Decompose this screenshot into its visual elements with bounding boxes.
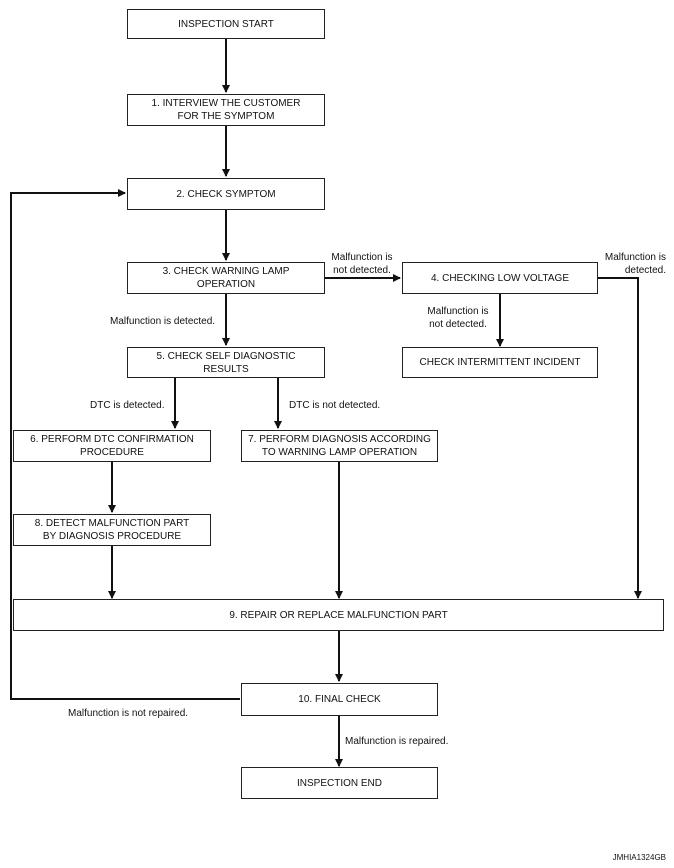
step1-interview-box: 1. INTERVIEW THE CUSTOMER FOR THE SYMPTO… — [127, 94, 325, 126]
step2-check-symptom-box: 2. CHECK SYMPTOM — [127, 178, 325, 210]
label-step4-detected: Malfunction is detected. — [604, 252, 666, 276]
figure-id: JMHIA1324GB — [612, 853, 666, 862]
step3-warning-lamp-box: 3. CHECK WARNING LAMP OPERATION — [127, 262, 325, 294]
arrow-step10-loop-to-step2 — [10, 189, 240, 700]
label-malfunction-not-repaired: Malfunction is not repaired. — [68, 708, 189, 719]
label-dtc-detected: DTC is detected. — [90, 400, 165, 411]
step8-detect-malfunction-box: 8. DETECT MALFUNCTION PART BY DIAGNOSIS … — [13, 514, 211, 546]
inspection-end-box: INSPECTION END — [241, 767, 438, 799]
step9-repair-replace-box: 9. REPAIR OR REPLACE MALFUNCTION PART — [13, 599, 664, 631]
step6-dtc-confirmation-box: 6. PERFORM DTC CONFIRMATION PROCEDURE — [13, 430, 211, 462]
label-step4-not-detected: Malfunction is not detected. — [427, 306, 489, 330]
arrow-step4-to-step9 — [598, 277, 642, 599]
step10-final-check-box: 10. FINAL CHECK — [241, 683, 438, 716]
step7-diagnosis-warning-lamp-box: 7. PERFORM DIAGNOSIS ACCORDING TO WARNIN… — [241, 430, 438, 462]
label-dtc-not-detected: DTC is not detected. — [289, 400, 381, 411]
inspection-start-box: INSPECTION START — [127, 9, 325, 39]
label-step3-detected: Malfunction is detected. — [110, 316, 216, 327]
step4-low-voltage-box: 4. CHECKING LOW VOLTAGE — [402, 262, 598, 294]
intermittent-incident-box: CHECK INTERMITTENT INCIDENT — [402, 347, 598, 378]
step5-self-diagnostic-box: 5. CHECK SELF DIAGNOSTIC RESULTS — [127, 347, 325, 378]
label-step3-not-detected: Malfunction is not detected. — [331, 252, 393, 276]
label-malfunction-repaired: Malfunction is repaired. — [345, 736, 449, 747]
